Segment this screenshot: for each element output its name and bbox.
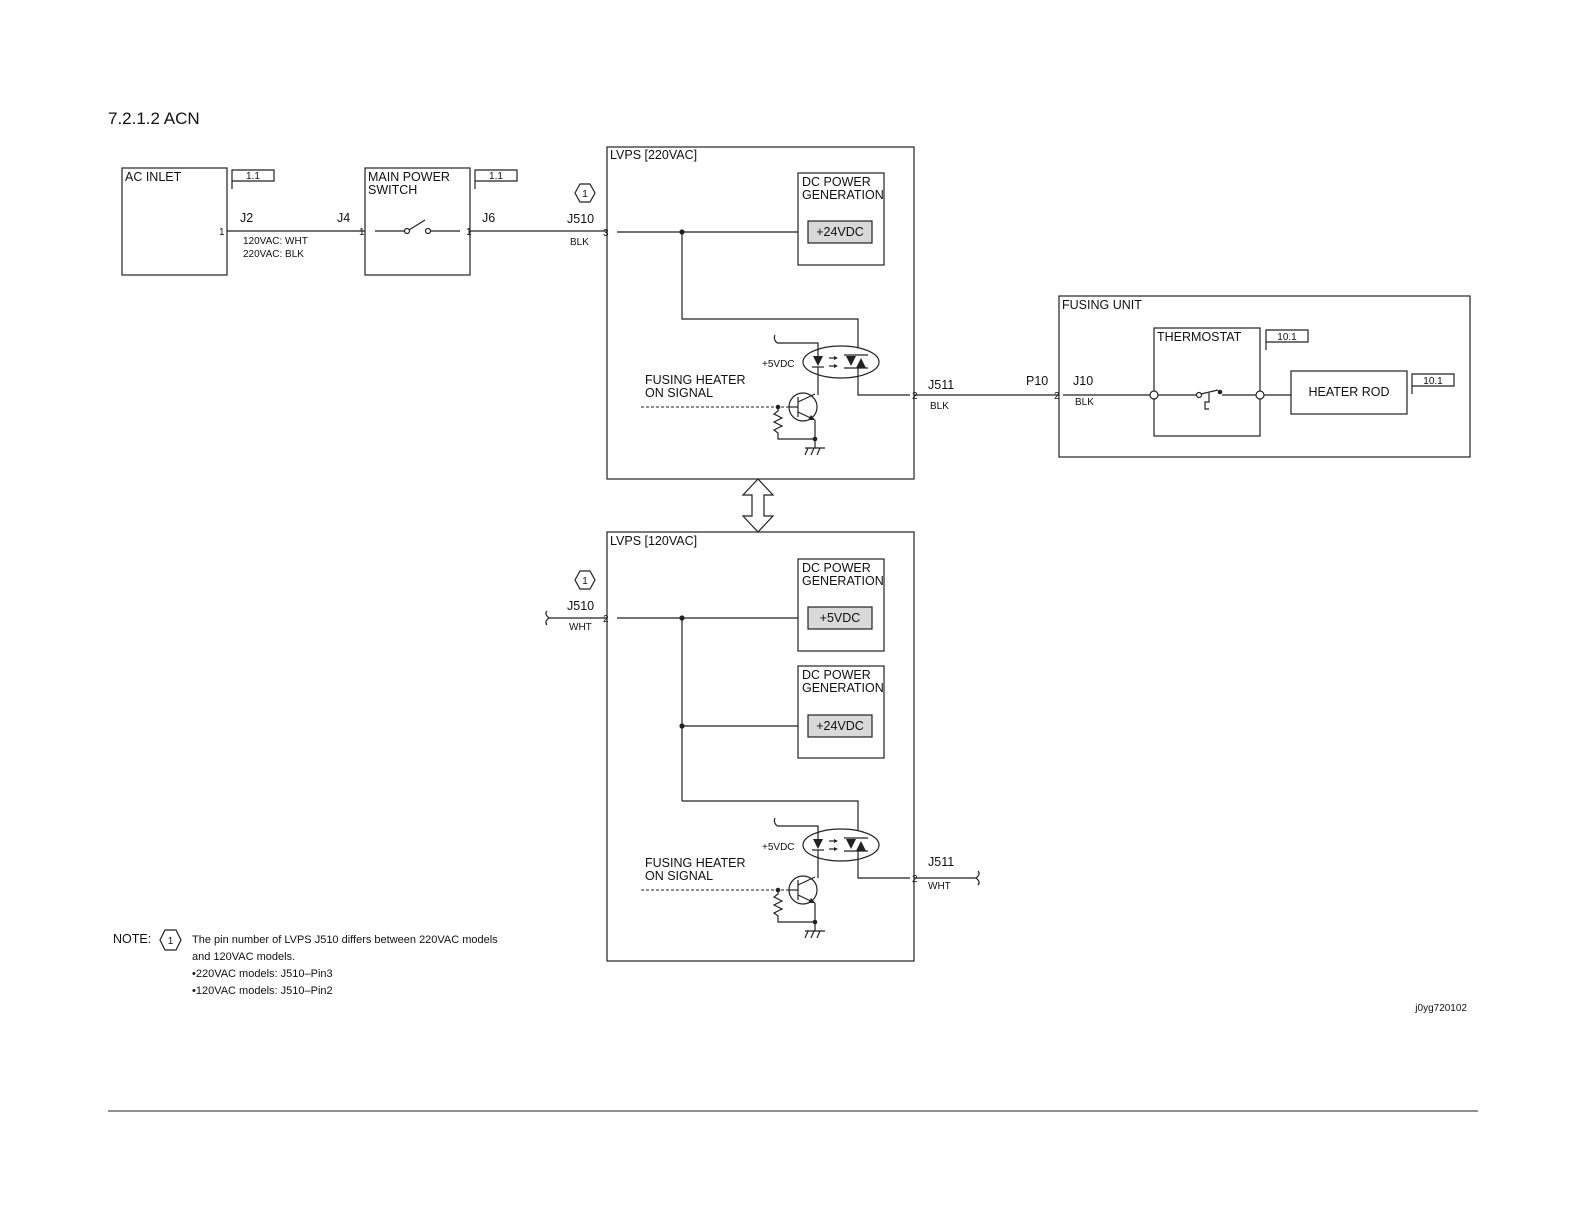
fusing-unit-label: FUSING UNIT xyxy=(1062,298,1142,312)
main-power-switch-ref: 1.1 xyxy=(489,171,503,182)
lvps-220-note-mark: 1 xyxy=(582,189,588,200)
wire-j2-j4: J2 J4 120VAC: WHT 220VAC: BLK xyxy=(227,211,365,260)
thermostat-contact-icon xyxy=(1195,391,1203,399)
lvps-120-label: LVPS [120VAC] xyxy=(610,534,697,548)
lvps-120-in-color: WHT xyxy=(569,622,592,633)
lvps-220-in-color: BLK xyxy=(570,237,589,248)
ac-inlet-pin: 1 xyxy=(219,227,225,238)
fusing-unit-p10-pin: 2 xyxy=(1054,391,1060,402)
lvps-120-in-pin: 2 xyxy=(603,614,609,625)
lvps-220-dc-output-box xyxy=(807,220,873,244)
fusing-unit-in-color: BLK xyxy=(1075,397,1094,408)
lvps-120-in-connector: J510 xyxy=(567,599,594,613)
note-mark-hexagon-icon xyxy=(574,570,596,590)
lvps-120-dc-output-2: +24VDC xyxy=(816,719,864,733)
thermostat-label: THERMOSTAT xyxy=(1157,330,1242,344)
variant-double-arrow-icon xyxy=(741,478,775,533)
ac-inlet-ref: 1.1 xyxy=(246,171,260,182)
photo-triac-coupler-icon xyxy=(802,828,880,862)
figure-id: j0yg720102 xyxy=(1414,1003,1467,1014)
heater-rod-ref-flag xyxy=(1411,373,1455,387)
connector-j4: J4 xyxy=(337,211,350,225)
fusing-unit-p10: P10 xyxy=(1026,374,1048,388)
lvps-120-dc-generation-block-2 xyxy=(797,665,885,759)
fusing-unit-block: FUSING UNIT P10 2 J10 BLK THERMOSTAT 10.… xyxy=(1026,295,1471,458)
lvps-220-label: LVPS [220VAC] xyxy=(610,148,697,162)
lvps-120-wire-break-icon xyxy=(545,610,550,619)
wire-color-note-120: 120VAC: WHT xyxy=(243,236,308,247)
page-title: 7.2.1.2 ACN xyxy=(108,109,200,128)
lvps-120-vcc-label: +5VDC xyxy=(762,842,795,853)
lvps-120-out-wire-break-icon xyxy=(975,870,980,879)
svg-text:GENERATION: GENERATION xyxy=(802,681,884,695)
lvps-120-note-mark: 1 xyxy=(582,576,588,587)
thermostat-ref-flag xyxy=(1265,329,1309,343)
svg-text:DC POWER: DC POWER xyxy=(802,175,871,189)
lvps-120-out-connector: J511 xyxy=(928,855,954,869)
main-power-switch-ref-flag xyxy=(474,169,518,182)
lvps-220-ground-icon xyxy=(804,447,825,456)
lvps-220-vcc-label: +5VDC xyxy=(762,359,795,370)
note-mark: 1 xyxy=(168,936,174,947)
main-power-switch-pin-in: 1 xyxy=(359,227,365,238)
lvps-220-dc-output: +24VDC xyxy=(816,225,864,239)
ac-inlet-ref-flag xyxy=(231,169,275,182)
svg-text:GENERATION: GENERATION xyxy=(802,574,884,588)
svg-text:DC POWER: DC POWER xyxy=(802,668,871,682)
thermostat-bimetal-icon xyxy=(1204,393,1210,410)
lvps-120-dc-generation-block-1 xyxy=(797,558,885,652)
connector-j6: J6 xyxy=(482,211,495,225)
wire-color-note-220: 220VAC: BLK xyxy=(243,249,304,260)
lvps-220vac-block: LVPS [220VAC] 1 J510 3 BLK DC POWER GENE… xyxy=(567,146,954,480)
lvps-220-out-color: BLK xyxy=(930,401,949,412)
heater-rod-ref: 10.1 xyxy=(1423,376,1443,387)
note-mark-hexagon-icon xyxy=(159,929,182,951)
note-mark-hexagon-icon xyxy=(574,183,596,203)
lvps-220-signal-label-2: ON SIGNAL xyxy=(645,386,713,400)
note-line-2: and 120VAC models. xyxy=(192,951,295,963)
lvps-120-signal-label-2: ON SIGNAL xyxy=(645,869,713,883)
ac-inlet-block: AC INLET 1 1.1 xyxy=(121,167,275,276)
fusing-unit-j10: J10 xyxy=(1073,374,1093,388)
ac-inlet-label: AC INLET xyxy=(125,170,182,184)
svg-text:DC POWER: DC POWER xyxy=(802,561,871,575)
lvps-120-dc-output-1: +5VDC xyxy=(820,611,861,625)
lvps-220-in-connector: J510 xyxy=(567,212,594,226)
lvps-220-in-pin: 3 xyxy=(603,228,609,239)
svg-text:GENERATION: GENERATION xyxy=(802,188,884,202)
connector-j2: J2 xyxy=(240,211,253,225)
lvps-220-out-connector: J511 xyxy=(928,378,954,392)
wire-j6-j510: J6 xyxy=(470,211,607,232)
lvps-120-signal-label-1: FUSING HEATER xyxy=(645,856,745,870)
thermostat-ref: 10.1 xyxy=(1277,332,1297,343)
main-power-switch-block: MAIN POWER SWITCH 1 1 1.1 xyxy=(359,167,518,276)
main-power-switch-pin-out: 1 xyxy=(466,227,472,238)
note-label: NOTE: xyxy=(113,932,151,946)
note-line-4: •120VAC models: J510–Pin2 xyxy=(192,985,333,997)
photo-triac-coupler-icon xyxy=(802,345,880,379)
switch-lever-icon xyxy=(408,219,426,231)
lvps-220-resistor-icon xyxy=(772,407,815,440)
heater-rod-block xyxy=(1290,370,1408,415)
lvps-120-ground-icon xyxy=(804,930,825,939)
lvps-120-out-color: WHT xyxy=(928,881,951,892)
main-power-switch-label-2: SWITCH xyxy=(368,183,417,197)
lvps-220-out-pin: 2 xyxy=(912,391,918,402)
lvps-220-dc-generation-block xyxy=(797,172,885,266)
lvps-120vac-block: LVPS [120VAC] 1 J510 2 WHT DC POWER GENE… xyxy=(545,531,980,962)
lvps-120-resistor-icon xyxy=(772,890,815,923)
lvps-120-out-pin: 2 xyxy=(912,874,918,885)
switch-contact-icon xyxy=(403,227,411,235)
heater-rod-label: HEATER ROD xyxy=(1308,385,1389,399)
lvps-120-dc-output-box-1 xyxy=(807,606,873,630)
thermostat-block xyxy=(1153,327,1261,437)
footnote: NOTE: 1 The pin number of LVPS J510 diff… xyxy=(113,929,498,997)
main-power-switch-label-1: MAIN POWER xyxy=(368,170,450,184)
lvps-120-dc-output-box-2 xyxy=(807,714,873,738)
note-line-3: •220VAC models: J510–Pin3 xyxy=(192,968,333,980)
note-line-1: The pin number of LVPS J510 differs betw… xyxy=(192,934,498,946)
lvps-220-signal-label-1: FUSING HEATER xyxy=(645,373,745,387)
